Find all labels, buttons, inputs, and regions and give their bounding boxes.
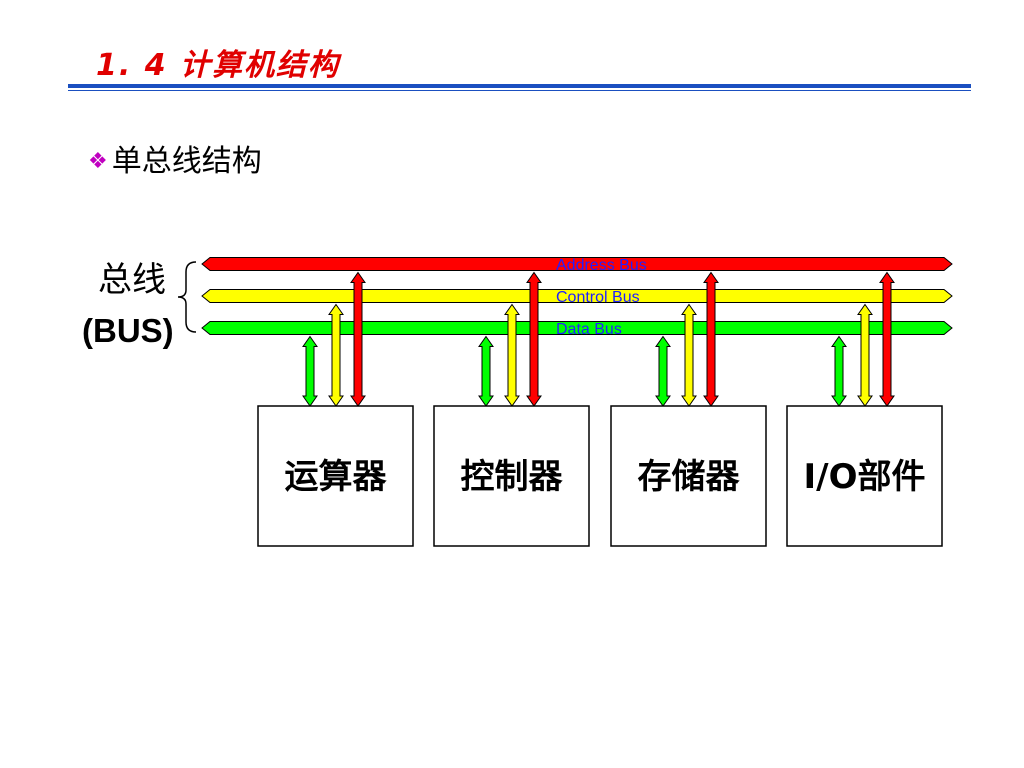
bus-line-control-label: Control Bus [556, 289, 640, 306]
unit-io-data-connector [831, 335, 847, 407]
bus-line-control: Control Bus [201, 289, 953, 306]
unit-controller-control-connector [504, 303, 520, 407]
slide-title: 1. 4 计算机结构 [96, 48, 341, 83]
title-rule-thin [68, 90, 971, 91]
bus-abbr-label: (BUS) [82, 312, 174, 349]
bullet-item: ❖单总线结构 [88, 136, 262, 180]
unit-memory-control-connector [681, 303, 697, 407]
unit-alu-control-connector [328, 303, 344, 407]
unit-controller-data-connector [478, 335, 494, 407]
bus-name-label: 总线 [98, 260, 166, 300]
unit-io-label: I/O部件 [804, 457, 926, 497]
unit-alu-data-connector [302, 335, 318, 407]
unit-memory-label: 存储器 [638, 457, 741, 497]
bus-line-control-bar [201, 289, 953, 303]
unit-alu: 运算器 [257, 405, 414, 547]
unit-io-control-connector [857, 303, 873, 407]
unit-alu-label: 运算器 [285, 457, 388, 497]
unit-alu-box [257, 405, 414, 547]
bus-line-data-label: Data Bus [556, 321, 622, 338]
unit-controller-box [433, 405, 590, 547]
bus-brace [177, 261, 197, 333]
unit-controller: 控制器 [433, 405, 590, 547]
bus-line-address: Address Bus [201, 257, 953, 274]
bus-line-data-bar [201, 321, 953, 335]
unit-io-box [786, 405, 943, 547]
bus-line-data: Data Bus [201, 321, 953, 338]
unit-memory-data-connector [655, 335, 671, 407]
title-rule-thick [68, 84, 971, 88]
bullet-text: 单总线结构 [111, 144, 262, 179]
unit-controller-label: 控制器 [461, 457, 564, 497]
unit-io: I/O部件 [786, 405, 943, 547]
unit-memory-box [610, 405, 767, 547]
unit-memory: 存储器 [610, 405, 767, 547]
bullet-diamond-icon: ❖ [88, 149, 108, 174]
bus-line-address-bar [201, 257, 953, 271]
bus-line-address-label: Address Bus [556, 257, 647, 274]
